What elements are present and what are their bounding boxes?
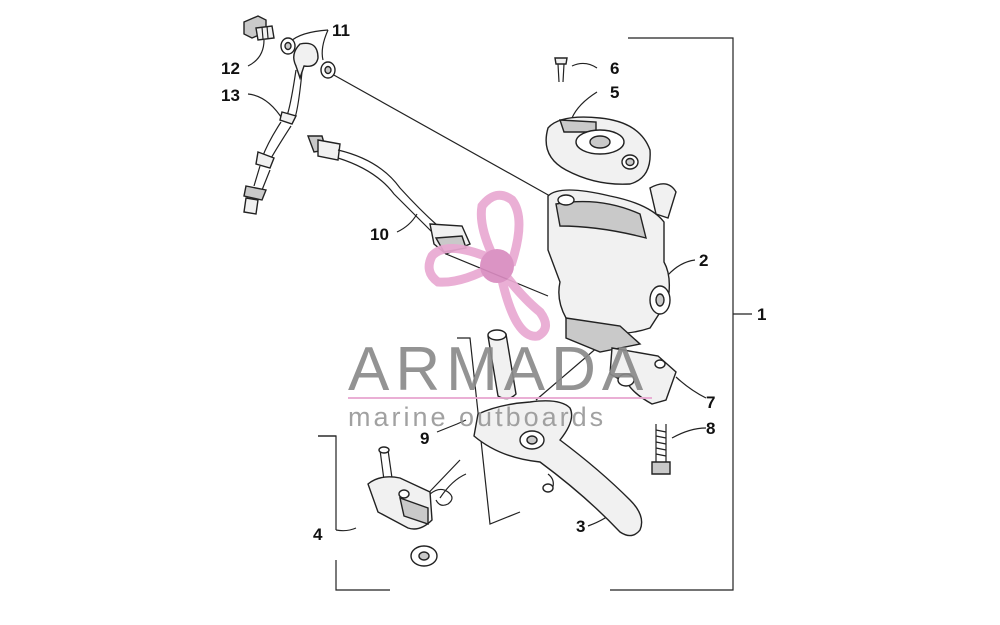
- handlebar-clamp-part: [609, 347, 677, 405]
- brake-switch-part: [306, 135, 471, 255]
- lever-spring-part: [429, 473, 467, 506]
- callout-8: 8: [706, 419, 715, 438]
- callout-10: 10: [370, 225, 389, 244]
- brake-hose-part: [243, 42, 319, 215]
- callout-3: 3: [576, 517, 585, 536]
- propeller-logo-icon: [424, 190, 550, 341]
- leader-lines: [247, 29, 752, 591]
- brake-lever-part: [473, 400, 643, 537]
- armada-watermark: ARMADA marine outboards: [348, 190, 652, 432]
- switch-assembly-part: [367, 446, 438, 567]
- callout-1: 1: [757, 305, 766, 324]
- callout-13: 13: [221, 86, 240, 105]
- callout-6: 6: [610, 59, 619, 78]
- master-cylinder-part: [547, 183, 677, 353]
- watermark-title: ARMADA: [348, 335, 649, 404]
- cover-screw-part: [554, 57, 568, 83]
- reservoir-cover-part: [545, 116, 651, 185]
- watermark-subtitle: marine outboards: [348, 402, 606, 432]
- washer-parts: [280, 37, 336, 79]
- banjo-bolt-part: [243, 15, 275, 41]
- callout-12: 12: [221, 59, 240, 78]
- callout-2: 2: [699, 251, 708, 270]
- clamp-bolt-part: [651, 424, 671, 475]
- callout-7: 7: [706, 393, 715, 412]
- callout-11: 11: [332, 21, 350, 40]
- callout-5: 5: [610, 83, 619, 102]
- callout-labels: 1 2 3 4 5 6 7 8 9 10 11 12 13: [221, 21, 766, 544]
- callout-9: 9: [420, 429, 429, 448]
- callout-4: 4: [313, 525, 323, 544]
